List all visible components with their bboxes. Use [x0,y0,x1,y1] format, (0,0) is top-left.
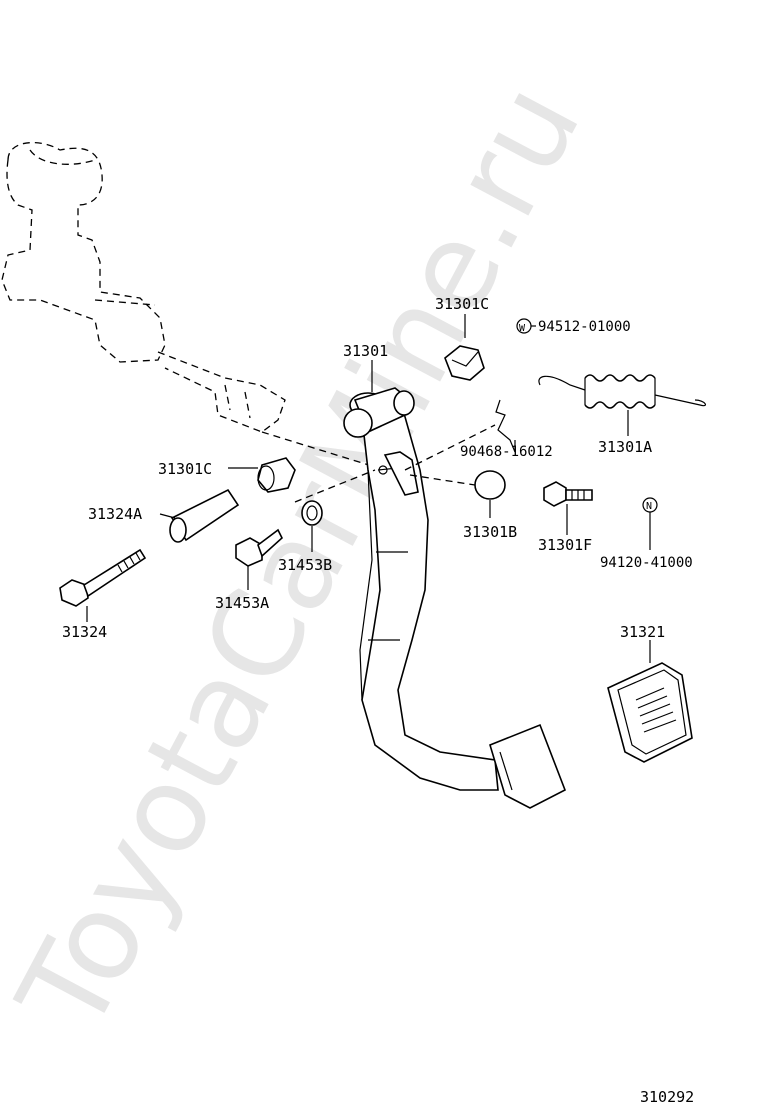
label-90468-16012: 90468-16012 [460,444,553,460]
bushing-31301C-left [228,457,296,493]
bushing-31301C-top [444,314,485,381]
return-spring-31301A [538,374,707,436]
assembly-line-2 [404,424,496,471]
label-31301C-top: 31301C [435,295,489,313]
assembly-line-1 [294,469,376,503]
drawing-number: 310292 [640,1088,694,1106]
symbol-N: N [642,497,658,550]
assembly-line-3 [409,474,476,486]
label-31324: 31324 [62,623,107,641]
clutch-pedal-arm [343,387,567,809]
label-31301: 31301 [343,342,388,360]
label-31301A: 31301A [598,438,652,456]
collar-31324A [159,488,240,543]
cushion-31301B [474,470,506,518]
label-31301B: 31301B [463,523,517,541]
clip-90468 [495,399,516,453]
label-31301C-left: 31301C [158,460,212,478]
master-cylinder-outline [1,141,386,471]
label-94120-41000: 94120-41000 [600,555,693,571]
svg-text:W: W [519,323,526,334]
label-31324A: 31324A [88,505,142,523]
bolt-31301F [543,481,593,535]
label-94512-01000: 94512-01000 [538,319,631,335]
pedal-pad-31321 [607,640,693,763]
bushing-31453B [301,500,323,552]
label-31321: 31321 [620,623,665,641]
label-31453A: 31453A [215,594,269,612]
label-31301F: 31301F [538,536,592,554]
pin-31453A [235,528,283,590]
symbol-W: W [516,318,536,334]
label-31453B: 31453B [278,556,332,574]
svg-text:N: N [646,501,652,512]
bolt-31324 [59,548,147,622]
